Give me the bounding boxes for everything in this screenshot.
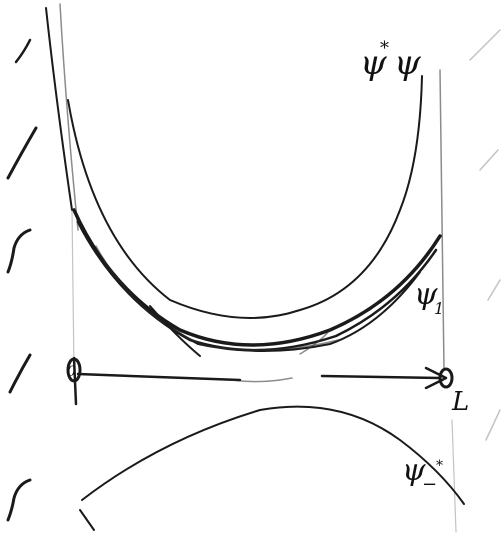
label-right-end-text: L [451,387,469,417]
label-psi-star-psi-base: ψ [360,43,387,83]
bleed-mark-6 [469,29,501,61]
psi-one-curve [72,208,442,357]
right-wall-guide-lower [451,419,457,533]
psi-one-stroke-3 [83,229,421,352]
label-psi-minus-base: ψ [402,453,426,488]
psi-one-stroke-1 [72,208,442,347]
bleed-mark-7 [479,149,499,171]
left-wall-guide [71,209,75,371]
left-endpoint-tick [72,356,78,406]
bleed-mark-8 [487,279,501,301]
psi-star-psi-curve [67,75,423,319]
psi-minus-stroke [81,405,465,505]
axis-arrowhead [424,366,448,390]
label-psi-minus: ψ − * [402,453,443,495]
label-psi-minus-subscript: − [422,474,437,495]
label-psi-one-subscript: 1 [434,299,444,318]
label-psi-one: ψ 1 [414,277,444,318]
label-psi-star-psi: ψ * ψ [360,38,421,83]
bleed-mark-1 [14,38,32,64]
psi-one-tail-right [299,329,331,355]
bleed-mark-5 [6,478,32,522]
axis-line-mid [231,377,293,383]
label-psi-star-psi-tail: ψ [394,43,421,83]
axis-line-right [320,374,442,380]
wall-lines [45,3,457,533]
psi-minus-left-tail [79,509,95,531]
right-wall-line [439,69,445,371]
left-wall-line [45,7,73,211]
margin-bleed-marks [6,29,501,522]
label-left-end-text: 0 [67,364,76,380]
label-left-end: 0 [67,364,76,380]
left-wall-line-second [59,3,79,231]
psi-one-stroke-2 [76,220,438,352]
axis-line-left [76,372,242,382]
label-right-end: L [451,387,469,417]
label-psi-one-base: ψ [414,277,438,312]
psi-star-psi-stroke [67,75,423,319]
psi-one-tail-left [149,305,201,357]
psi-minus-curve [79,405,465,531]
right-endpoint-dot [438,367,454,389]
axis [66,356,454,406]
bleed-mark-4 [8,353,32,394]
psi-one-stroke-4 [95,245,339,351]
bleed-mark-2 [6,126,38,180]
bleed-mark-3 [6,228,32,274]
label-psi-minus-superscript: * [436,458,443,474]
label-psi-star-psi-superscript: * [380,38,389,59]
bleed-mark-9 [485,409,501,441]
